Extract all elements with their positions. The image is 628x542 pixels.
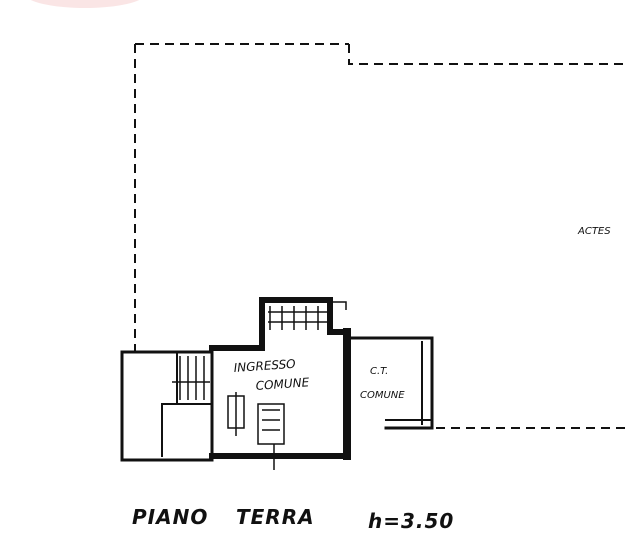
building-walls xyxy=(120,297,434,462)
stair-detail xyxy=(172,301,347,470)
caption-height: h=3.50 xyxy=(368,509,454,533)
label-ct: C.T. xyxy=(370,366,388,377)
dashed-site-boundary xyxy=(134,43,628,429)
caption-terra: TERRA xyxy=(236,505,315,529)
label-right-area: ACTES xyxy=(577,226,611,237)
label-comune-ct: COMUNE xyxy=(360,390,405,401)
label-comune-hall: COMUNE xyxy=(255,375,310,393)
paper-stain xyxy=(30,0,140,8)
label-ingresso: INGRESSO xyxy=(233,357,296,375)
caption-piano: PIANO xyxy=(132,505,208,529)
